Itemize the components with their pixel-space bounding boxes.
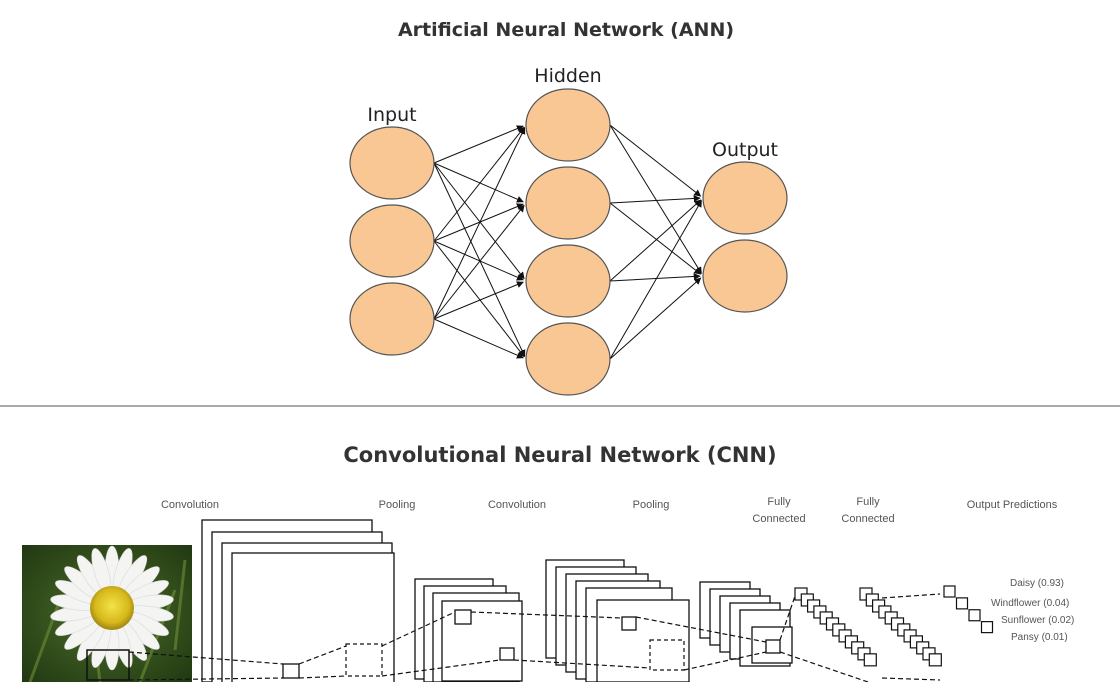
output-prediction-neuron bbox=[955, 597, 969, 610]
ann-connection-arrow bbox=[433, 127, 526, 320]
hidden-neuron bbox=[525, 88, 611, 162]
hidden-neuron bbox=[525, 244, 611, 318]
input-image-daisy bbox=[22, 545, 192, 682]
input-neuron bbox=[349, 204, 435, 278]
stage-label-convolution-2: Convolution bbox=[488, 499, 546, 511]
hidden-neuron bbox=[525, 322, 611, 396]
fc1-neurons bbox=[794, 587, 877, 667]
ann-connection-arrow bbox=[433, 281, 524, 320]
input-neuron bbox=[349, 282, 435, 356]
fc2-neurons bbox=[859, 587, 942, 667]
stage-label-fc-1-line-1: Fully bbox=[767, 496, 791, 508]
conv2-feature-maps bbox=[545, 559, 690, 682]
ann-connection-arrow bbox=[609, 124, 702, 275]
ann-connection-arrow bbox=[433, 318, 524, 359]
input-neuron bbox=[349, 126, 435, 200]
stage-label-fc-1-line-2: Connected bbox=[752, 513, 805, 525]
conv1-feature-maps bbox=[201, 519, 395, 682]
stage-label-pooling-1: Pooling bbox=[379, 499, 416, 511]
ann-title: Artificial Neural Network (ANN) bbox=[398, 19, 734, 41]
ann-connection-arrow bbox=[433, 203, 524, 242]
ann-connection-arrow bbox=[433, 162, 526, 357]
output-prediction-neuron bbox=[968, 609, 981, 622]
output-neuron bbox=[702, 239, 788, 313]
ann-connection-arrow bbox=[433, 125, 524, 164]
ann-connection-arrow bbox=[609, 195, 701, 204]
pool2-feature-maps bbox=[699, 581, 793, 667]
ann-connection-arrow bbox=[609, 199, 702, 360]
fc2-neuron bbox=[928, 653, 942, 667]
output-prediction-neuron bbox=[943, 585, 956, 598]
ann-connection-arrow bbox=[609, 273, 701, 282]
ann-connection-arrow bbox=[433, 240, 524, 281]
ann-connection-arrow bbox=[433, 162, 524, 203]
ann-connection-arrow bbox=[433, 204, 525, 320]
ann-neurons bbox=[349, 88, 788, 396]
output-layer-label: Output bbox=[712, 139, 778, 161]
prediction-daisy: Daisy (0.93) bbox=[1010, 578, 1064, 589]
output-prediction-neuron bbox=[980, 621, 994, 634]
ann-connection-arrow bbox=[609, 124, 702, 197]
ann-connections bbox=[433, 124, 702, 360]
ann-connection-arrow bbox=[433, 126, 525, 242]
hidden-layer-label: Hidden bbox=[534, 65, 601, 87]
output-neurons bbox=[943, 585, 994, 634]
fc1-neuron bbox=[863, 653, 877, 667]
prediction-sunflower: Sunflower (0.02) bbox=[1001, 615, 1074, 626]
stage-label-pooling-2: Pooling bbox=[633, 499, 670, 511]
ann-connection-arrow bbox=[609, 202, 702, 275]
stage-label-output-predictions: Output Predictions bbox=[967, 499, 1058, 511]
ann-connection-arrow bbox=[433, 240, 525, 358]
prediction-windflower: Windflower (0.04) bbox=[991, 598, 1069, 609]
projection-lines bbox=[128, 593, 941, 682]
stage-label-convolution-1: Convolution bbox=[161, 499, 219, 511]
ann-connection-arrow bbox=[609, 199, 702, 282]
hidden-neuron bbox=[525, 166, 611, 240]
input-layer-label: Input bbox=[367, 104, 416, 126]
output-neuron bbox=[702, 161, 788, 235]
ann-connection-arrow bbox=[433, 162, 525, 280]
stage-label-fc-2-line-1: Fully bbox=[856, 496, 880, 508]
prediction-pansy: Pansy (0.01) bbox=[1011, 632, 1068, 643]
cnn-title: Convolutional Neural Network (CNN) bbox=[343, 443, 776, 467]
ann-connection-arrow bbox=[609, 277, 702, 360]
stage-label-fc-2-line-2: Connected bbox=[841, 513, 894, 525]
